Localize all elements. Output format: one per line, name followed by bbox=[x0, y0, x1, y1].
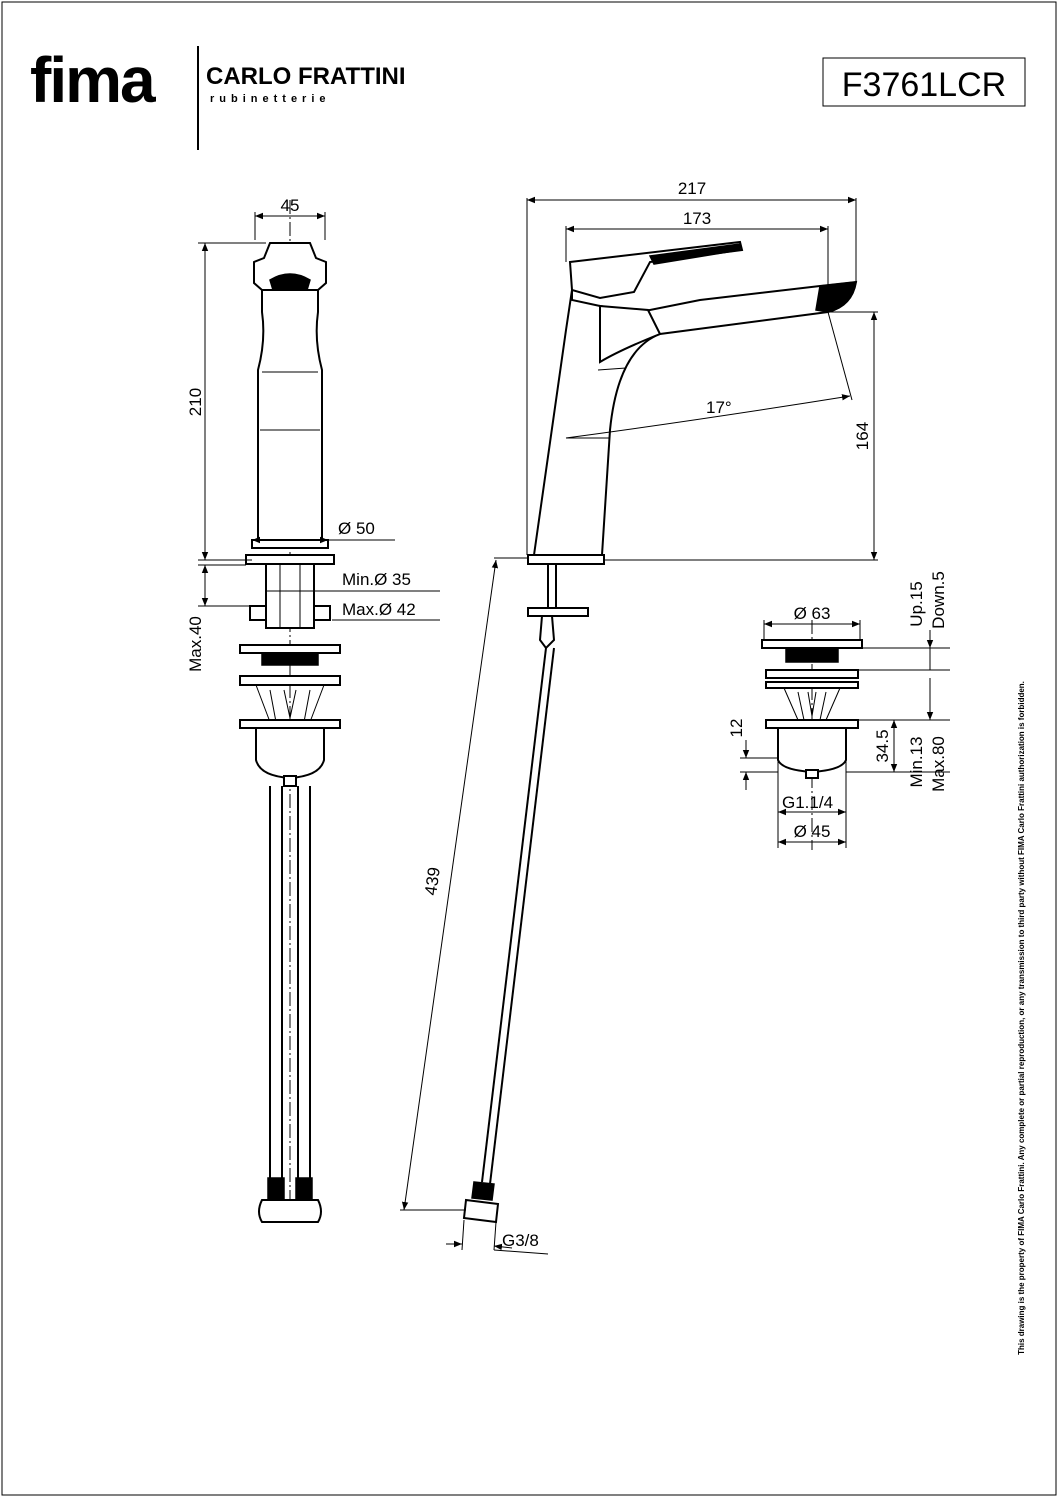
base-flange bbox=[251, 539, 329, 549]
brand-wordmark: fima bbox=[30, 44, 156, 116]
waste-detail-cap bbox=[761, 639, 863, 649]
waste-rim bbox=[239, 675, 341, 686]
nut-right bbox=[313, 605, 331, 621]
nut-left bbox=[249, 605, 267, 621]
model-code-box bbox=[822, 57, 1026, 107]
dim-hole-max: Max.Ø 42 bbox=[342, 600, 416, 619]
dim-width-45: 45 bbox=[281, 196, 300, 215]
profile-hose-end bbox=[471, 1181, 495, 1201]
lever-grip bbox=[648, 243, 741, 265]
waste-detail-outlet bbox=[805, 769, 819, 779]
spout-body bbox=[532, 280, 858, 556]
dim-angle-17: 17° bbox=[706, 398, 732, 417]
brand-secondary: CARLO FRATTINI bbox=[206, 63, 406, 90]
dim-overall-217: 217 bbox=[678, 179, 706, 198]
base-washer bbox=[245, 554, 335, 565]
brand-tagline: rubinetterie bbox=[210, 93, 331, 105]
waste-body bbox=[255, 727, 325, 780]
front-dimensions: 45 210 Ø 50 Min.Ø 35 Max.Ø 42 Max.40 bbox=[186, 196, 440, 672]
dim-waste-body-45: Ø 45 bbox=[794, 822, 831, 841]
body-line bbox=[597, 367, 627, 371]
waste-spring bbox=[255, 684, 325, 723]
waste-detail-rim bbox=[765, 669, 859, 679]
dim-hole-min: Min.Ø 35 bbox=[342, 570, 411, 589]
dim-travel-down: Down.5 bbox=[929, 571, 948, 629]
dim-waste-34-5: 34.5 bbox=[873, 729, 892, 762]
dim-height-164: 164 bbox=[853, 422, 872, 450]
dim-waste-12: 12 bbox=[727, 719, 746, 738]
waste-outlet bbox=[283, 775, 297, 787]
profile-hose-fitting bbox=[462, 1198, 500, 1224]
body-shoulder bbox=[599, 304, 662, 364]
dim-base-diameter: Ø 50 bbox=[338, 519, 375, 538]
brand-logo: fima CARLO FRATTINI rubinetterie bbox=[30, 44, 406, 150]
spout-aerator bbox=[815, 281, 857, 313]
body-outline bbox=[257, 289, 323, 541]
waste-detail-head bbox=[785, 647, 839, 663]
waste-view bbox=[761, 620, 863, 850]
profile-connector bbox=[538, 615, 556, 650]
shank bbox=[265, 563, 315, 629]
dim-waste-head-63: Ø 63 bbox=[794, 604, 831, 623]
profile-hose-a bbox=[481, 647, 547, 1183]
dim-deck-max: Max.40 bbox=[186, 616, 205, 672]
front-view bbox=[239, 200, 341, 1223]
profile-base bbox=[527, 554, 605, 565]
hose-fitting bbox=[258, 1199, 322, 1223]
waste-detail-flange bbox=[765, 719, 859, 729]
profile-shank bbox=[547, 563, 557, 609]
dim-hose-439: 439 bbox=[421, 866, 444, 897]
dim-thickness-min: Min.13 bbox=[907, 736, 926, 787]
waste-flange bbox=[239, 719, 341, 729]
dim-thickness-max: Max.80 bbox=[929, 736, 948, 792]
waste-head bbox=[261, 652, 319, 666]
dim-waste-thread: G1.1/4 bbox=[782, 793, 833, 812]
dim-thread-g38: G3/8 bbox=[502, 1231, 539, 1250]
waste-detail-body bbox=[777, 727, 847, 774]
waste-dimensions: Ø 63 Up.15 Down.5 34.5 Min.13 Max.80 12 … bbox=[727, 571, 950, 848]
model-code: F3761LCR bbox=[842, 66, 1006, 104]
waste-detail-spring bbox=[783, 687, 841, 721]
dim-spout-173: 173 bbox=[683, 209, 711, 228]
profile-hose-b bbox=[489, 647, 555, 1185]
legal-note: This drawing is the property of FIMA Car… bbox=[1017, 681, 1026, 1355]
dim-height-210: 210 bbox=[186, 388, 205, 416]
waste-cap bbox=[239, 644, 341, 654]
profile-dimensions: 217 173 164 17° 439 G3/8 bbox=[400, 179, 878, 1255]
waste-detail-rim-2 bbox=[765, 681, 859, 689]
profile-nut bbox=[527, 607, 589, 617]
dim-travel-up: Up.15 bbox=[907, 581, 926, 626]
